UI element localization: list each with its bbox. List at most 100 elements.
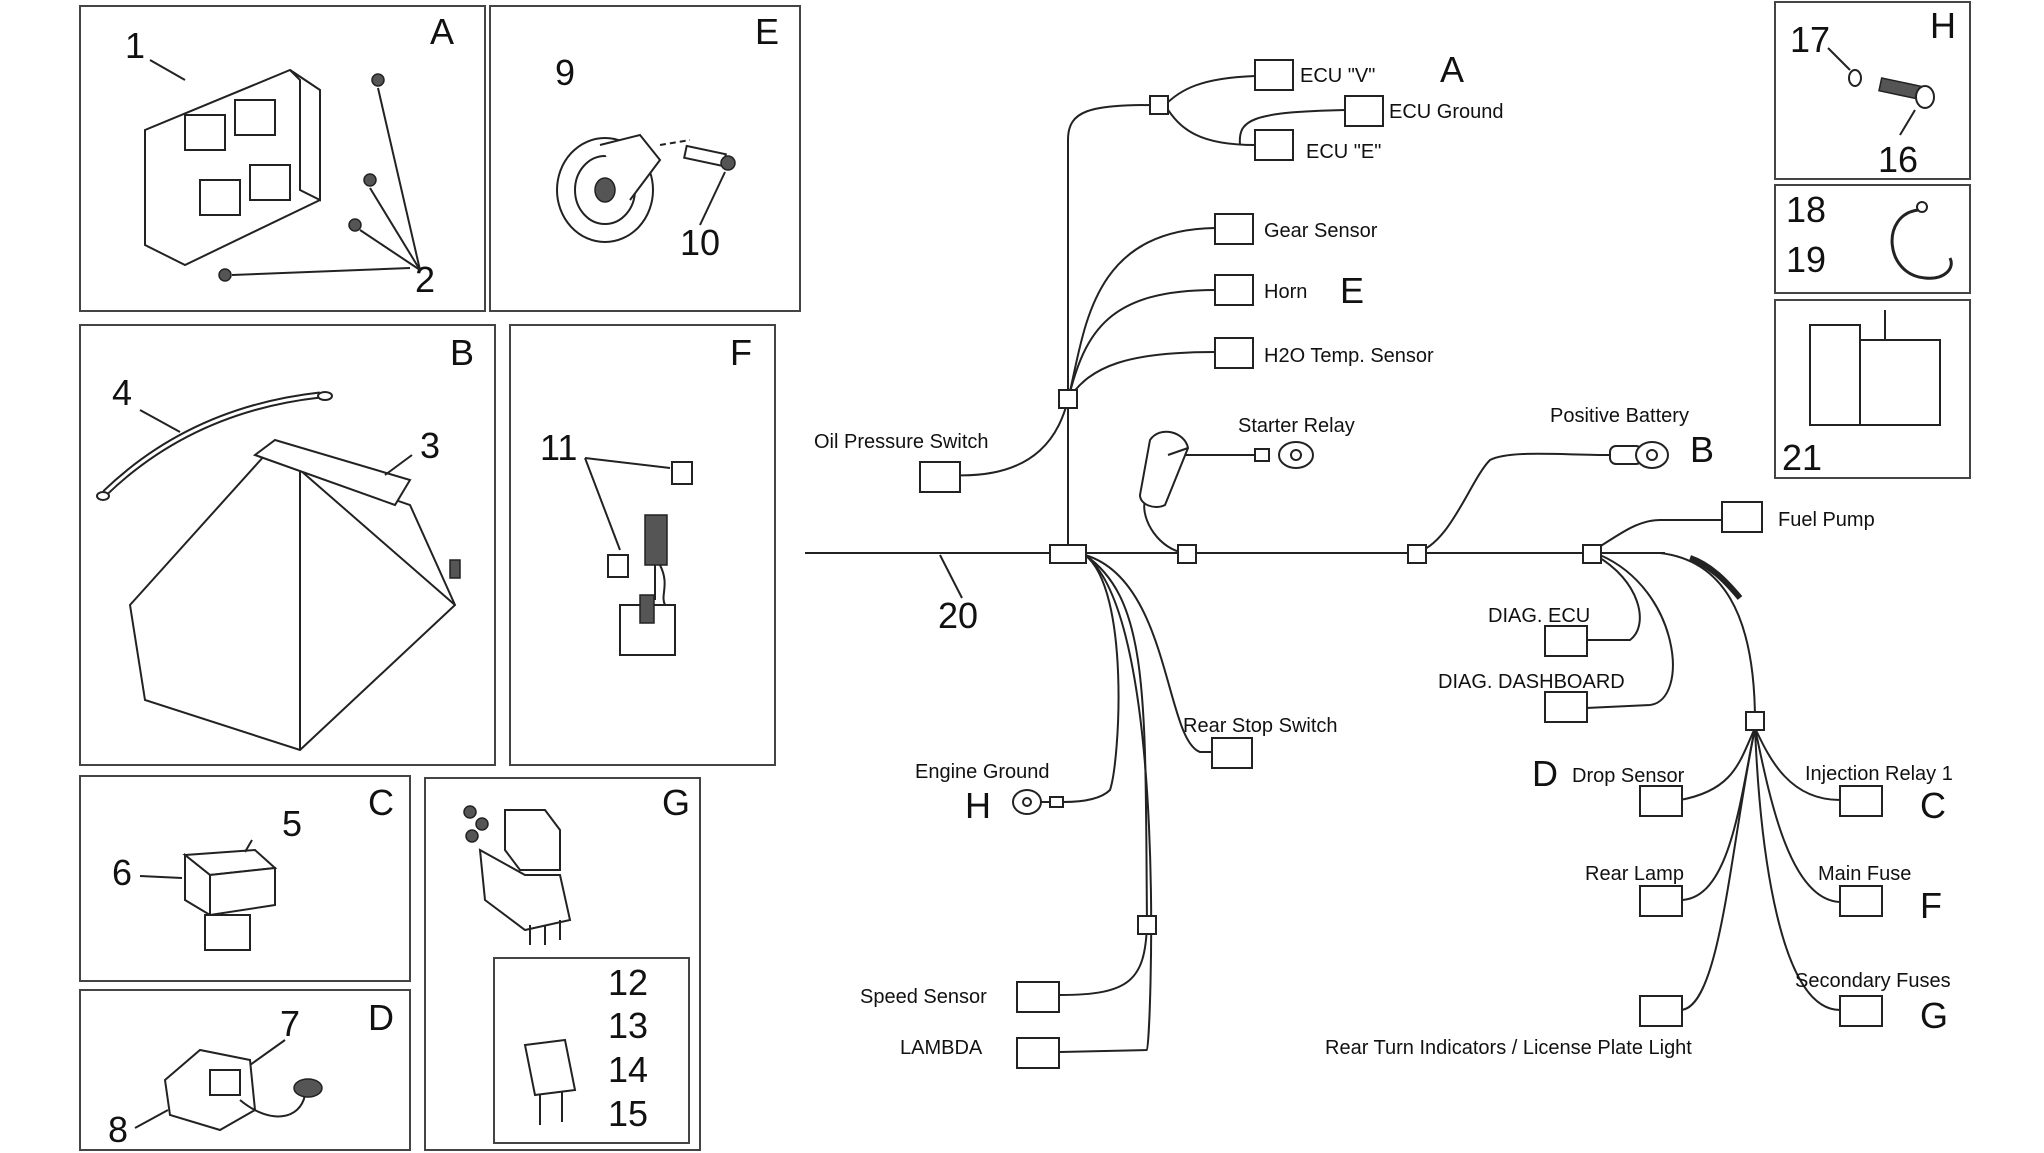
- label-drop-sensor: Drop Sensor: [1572, 765, 1685, 787]
- diag-ecu-connector: [1544, 625, 1588, 657]
- panel-g-letter: G: [662, 782, 690, 823]
- ref-engine-ground-h: H: [965, 785, 991, 826]
- part-number-15: 15: [608, 1093, 648, 1134]
- starter-relay-terminal: [1138, 430, 1314, 508]
- part-number-14: 14: [608, 1049, 648, 1090]
- label-gear-sensor: Gear Sensor: [1264, 220, 1378, 242]
- panel-d: D 7 8: [79, 989, 411, 1151]
- label-positive-battery: Positive Battery: [1550, 405, 1689, 427]
- panel-e: E 9 10: [489, 5, 801, 312]
- rear-stop-connector: [1211, 737, 1253, 769]
- cover-drawing: [1809, 310, 1941, 426]
- harness-number-20: 20: [938, 595, 978, 636]
- label-rear-stop: Rear Stop Switch: [1183, 715, 1338, 737]
- label-ecu-e: ECU "E": [1306, 141, 1381, 163]
- drop-sensor-connector: [1639, 785, 1683, 817]
- secondary-fuses-connector: [1839, 995, 1883, 1027]
- gear-sensor-connector: [1214, 213, 1254, 245]
- label-injection-relay: Injection Relay 1: [1805, 763, 1953, 785]
- label-secondary-fuses: Secondary Fuses: [1795, 970, 1951, 992]
- part-number-6: 6: [112, 852, 132, 893]
- engine-ground-terminal: [1012, 789, 1064, 815]
- panel-c: C 5 6: [79, 775, 411, 982]
- speed-sensor-connector: [1016, 981, 1060, 1013]
- part-number-3: 3: [420, 425, 440, 466]
- main-fuse-connector: [1839, 885, 1883, 917]
- panel-g: G 12 13 14 15: [424, 777, 701, 1151]
- panel-b-letter: B: [450, 332, 474, 373]
- panel-h: H 17 16: [1774, 1, 1971, 180]
- wiring-harness: 20: [805, 49, 1953, 1069]
- rear-lamp-connector: [1639, 885, 1683, 917]
- horn-connector: [1214, 274, 1254, 306]
- part-number-21: 21: [1782, 437, 1822, 478]
- ref-secondary-g: G: [1920, 995, 1948, 1036]
- panel-clamp: 18 19: [1774, 184, 1971, 294]
- panel-b: B 4 3: [79, 324, 496, 766]
- label-speed-sensor: Speed Sensor: [860, 986, 987, 1008]
- label-oil-pressure: Oil Pressure Switch: [814, 431, 989, 453]
- horn-drawing: [556, 133, 736, 243]
- ecu-ground-connector: [1344, 95, 1384, 127]
- diag-dashboard-connector: [1544, 691, 1588, 723]
- label-rear-lamp: Rear Lamp: [1585, 863, 1684, 885]
- ecu-v-connector: [1254, 59, 1294, 91]
- ref-injection-c: C: [1920, 785, 1946, 826]
- label-lambda: LAMBDA: [900, 1037, 983, 1059]
- label-horn: Horn: [1264, 281, 1307, 303]
- clamp-drawing: [1890, 201, 1953, 280]
- label-engine-ground: Engine Ground: [915, 761, 1050, 783]
- part-number-9: 9: [555, 52, 575, 93]
- panel-c-letter: C: [368, 782, 394, 823]
- label-diag-ecu: DIAG. ECU: [1488, 605, 1590, 627]
- ref-drop-d: D: [1532, 753, 1558, 794]
- label-diag-dashboard: DIAG. DASHBOARD: [1438, 671, 1625, 693]
- part-number-11: 11: [540, 427, 577, 468]
- panel-d-letter: D: [368, 997, 394, 1038]
- part-number-19: 19: [1786, 239, 1826, 280]
- injection-relay-connector: [1839, 785, 1883, 817]
- ref-horn-e: E: [1340, 270, 1364, 311]
- ref-battery-b: B: [1690, 429, 1714, 470]
- fuel-pump-connector: [1721, 501, 1763, 533]
- part-number-7: 7: [280, 1003, 300, 1044]
- ecu-unit-drawing: [144, 59, 321, 267]
- panel-e-letter: E: [755, 11, 779, 52]
- screw-washer-drawing: [1827, 47, 1935, 136]
- relay-socket-drawing: [463, 805, 572, 945]
- panel-f-letter: F: [730, 332, 752, 373]
- part-number-10: 10: [680, 222, 720, 263]
- fuse-holder-drawing: [584, 457, 693, 656]
- part-number-12: 12: [608, 962, 648, 1003]
- part-number-4: 4: [112, 372, 132, 413]
- ref-ecu-a: A: [1440, 49, 1464, 90]
- part-number-8: 8: [108, 1109, 128, 1150]
- positive-battery-terminal: [1609, 441, 1669, 469]
- ecu-screws-drawing: [218, 73, 421, 282]
- panel-h-letter: H: [1930, 5, 1956, 46]
- label-starter-relay: Starter Relay: [1238, 415, 1355, 437]
- h2o-sensor-connector: [1214, 337, 1254, 369]
- drop-sensor-drawing: [134, 1039, 323, 1132]
- ecu-e-connector: [1254, 129, 1294, 161]
- label-main-fuse: Main Fuse: [1818, 863, 1911, 885]
- label-h2o-sensor: H2O Temp. Sensor: [1264, 345, 1434, 367]
- rear-turn-connector: [1639, 995, 1683, 1027]
- part-number-1: 1: [125, 25, 145, 66]
- mini-fuse-drawing: [523, 1038, 577, 1125]
- label-ecu-ground: ECU Ground: [1389, 101, 1504, 123]
- battery-drawing: [128, 438, 461, 752]
- part-number-5: 5: [282, 803, 302, 844]
- label-ecu-v: ECU "V": [1300, 65, 1375, 87]
- panel-21: 21: [1774, 299, 1971, 479]
- panel-f: F 11: [509, 324, 776, 766]
- part-number-13: 13: [608, 1005, 648, 1046]
- relay-drawing: [139, 839, 278, 951]
- part-number-16: 16: [1878, 139, 1918, 180]
- lambda-connector: [1016, 1037, 1060, 1069]
- ref-main-fuse-f: F: [1920, 885, 1942, 926]
- panel-a-letter: A: [430, 11, 454, 52]
- label-rear-turn: Rear Turn Indicators / License Plate Lig…: [1325, 1037, 1692, 1059]
- part-number-17: 17: [1790, 19, 1830, 60]
